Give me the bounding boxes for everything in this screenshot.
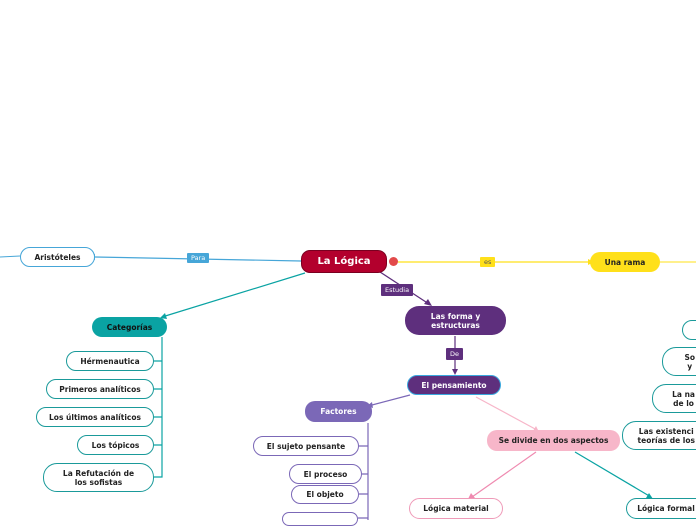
right-item-1[interactable]: So y bbox=[662, 347, 696, 376]
node-factores[interactable]: Factores bbox=[305, 401, 372, 422]
root-node[interactable]: La Lógica bbox=[301, 250, 387, 273]
right-item-3[interactable]: Las existenci teorías de los bbox=[622, 421, 696, 450]
item-refutacion[interactable]: La Refutación de los sofistas bbox=[43, 463, 154, 492]
connector-es: es bbox=[480, 257, 496, 267]
node-categorias[interactable]: Categorías bbox=[92, 317, 167, 337]
item-ultimos[interactable]: Los últimos analíticos bbox=[36, 407, 154, 427]
node-las-forma[interactable]: Las forma y estructuras bbox=[405, 306, 506, 335]
right-item-empty[interactable] bbox=[682, 320, 696, 340]
item-topicos[interactable]: Los tópicos bbox=[77, 435, 154, 455]
node-aristoteles[interactable]: Aristóteles bbox=[20, 247, 95, 267]
right-item-2[interactable]: La na de lo bbox=[652, 384, 696, 413]
node-logica-formal[interactable]: Lógica formal bbox=[626, 498, 696, 519]
connector-de: De bbox=[446, 348, 464, 360]
connector-para: Para bbox=[187, 253, 210, 263]
item-objeto[interactable]: El objeto bbox=[291, 485, 359, 504]
item-partial[interactable] bbox=[282, 512, 358, 526]
link-icon[interactable] bbox=[389, 257, 398, 266]
item-proceso[interactable]: El proceso bbox=[289, 464, 362, 484]
item-hermenautica[interactable]: Hérmenautica bbox=[66, 351, 154, 371]
item-primeros[interactable]: Primeros analíticos bbox=[46, 379, 154, 399]
connector-estudia: Estudia bbox=[381, 284, 414, 296]
node-logica-material[interactable]: Lógica material bbox=[409, 498, 503, 519]
node-el-pensamiento[interactable]: El pensamiento bbox=[407, 375, 501, 395]
node-divide[interactable]: Se divide en dos aspectos bbox=[487, 430, 620, 451]
item-sujeto[interactable]: El sujeto pensante bbox=[253, 436, 359, 456]
node-una-rama[interactable]: Una rama bbox=[590, 252, 660, 272]
